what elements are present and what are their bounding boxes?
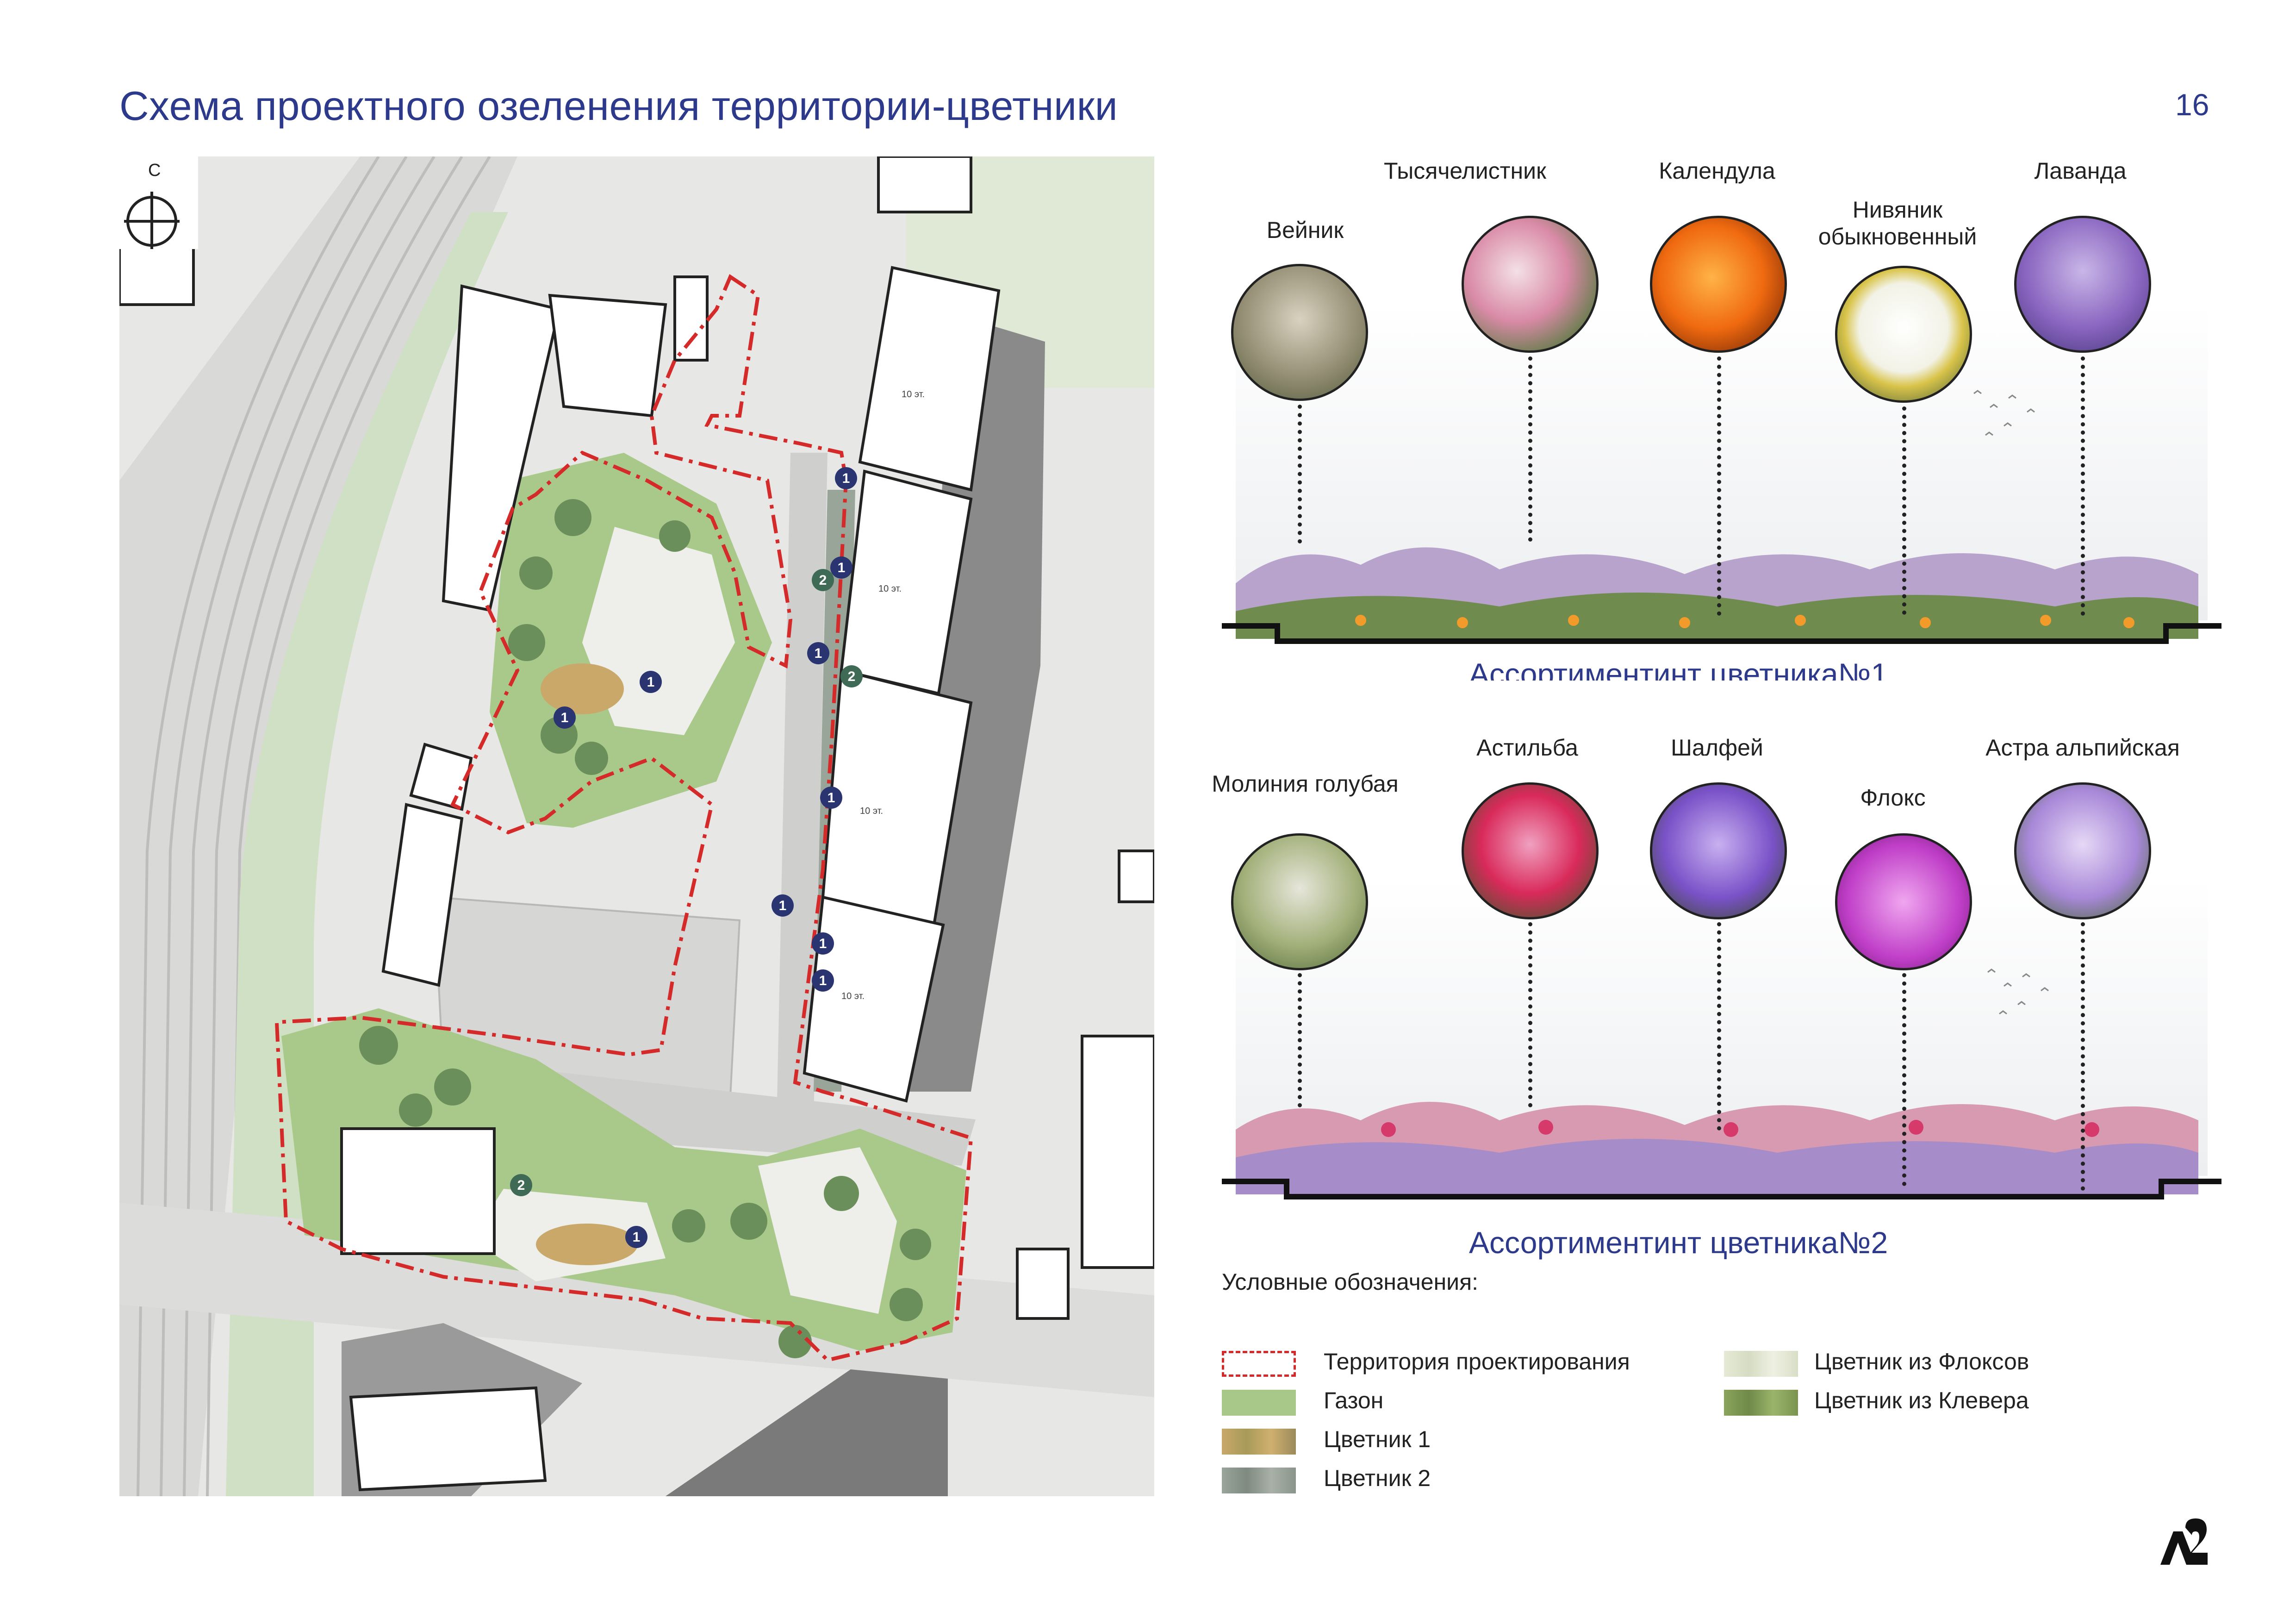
svg-text:2: 2 — [819, 573, 827, 588]
bed2-plant-label-4: Флокс — [1860, 785, 1926, 811]
marker-1: 1 — [820, 787, 842, 809]
svg-text:2: 2 — [517, 1178, 525, 1193]
legend-label-clover: Цветник из Клевера — [1814, 1387, 2029, 1413]
veinik-photo — [1231, 264, 1368, 401]
compass-label: С — [148, 161, 161, 180]
marker-2: 2 — [812, 569, 834, 591]
bed2-plant-label-5: Астра альпийская — [1985, 735, 2180, 761]
bed2-plant-label-3: Шалфей — [1671, 735, 1763, 761]
legend-label-bed2: Цветник 2 — [1324, 1465, 1431, 1491]
svg-text:1: 1 — [561, 710, 569, 725]
svg-text:1: 1 — [819, 973, 827, 988]
svg-text:1: 1 — [647, 675, 655, 690]
phlox-photo — [1835, 833, 1972, 970]
astilbe-photo — [1462, 782, 1599, 919]
legend-swatch-clover — [1724, 1390, 1798, 1416]
leader-line — [1717, 356, 1721, 616]
bed2-illustration — [1222, 880, 2221, 1199]
legend-label-phlox: Цветник из Флоксов — [1814, 1349, 2029, 1374]
salvia-photo — [1650, 782, 1787, 919]
legend-swatch-lawn — [1222, 1390, 1296, 1416]
leader-line — [1298, 405, 1302, 543]
legend-swatch-phlox — [1724, 1351, 1798, 1377]
leader-line — [1902, 406, 1906, 615]
company-logo-icon — [2157, 1518, 2212, 1569]
bed1-plant-label-1: Вейник — [1266, 217, 1344, 243]
building-label: 10 эт. — [841, 991, 865, 1001]
svg-text:2: 2 — [848, 669, 856, 684]
building-label: 10 эт. — [860, 806, 883, 816]
calendula-photo — [1650, 216, 1787, 353]
achillea-photo — [1462, 216, 1599, 353]
leucanthemum-photo — [1835, 266, 1972, 403]
legend-title: Условные обозначения: — [1222, 1269, 1479, 1295]
page-number: 16 — [2175, 87, 2209, 122]
legend-swatch-bed1 — [1222, 1429, 1296, 1455]
svg-text:1: 1 — [633, 1230, 641, 1245]
marker-2: 2 — [840, 665, 863, 687]
svg-text:1: 1 — [838, 560, 846, 575]
building-label: 10 эт. — [902, 389, 925, 400]
leader-line — [1717, 922, 1721, 1131]
svg-text:1: 1 — [828, 790, 835, 806]
lavender-photo — [2014, 216, 2151, 353]
building-label: 10 эт. — [878, 584, 902, 594]
marker-1: 1 — [812, 932, 834, 955]
marker-2: 2 — [510, 1174, 532, 1196]
molinia-photo — [1231, 833, 1368, 970]
marker-1: 1 — [625, 1226, 647, 1248]
bed2-plant-label-1: Молиния голубая — [1212, 771, 1399, 797]
marker-1: 1 — [812, 969, 834, 992]
bed2-caption: Ассортиментинт цветника№2 — [1469, 1225, 1888, 1260]
bed1-caption: Ассортиментинт цветника№1 — [1469, 657, 1888, 681]
north-arrow-icon: С — [119, 156, 198, 251]
site-plan-map: 10 эт. 10 эт. 10 эт. 10 эт. 1 1 2 1 2 1 … — [119, 156, 1154, 1496]
svg-text:1: 1 — [815, 646, 822, 661]
leader-line — [1528, 922, 1532, 1107]
site-plan-drawing: 10 эт. 10 эт. 10 эт. 10 эт. 1 1 2 1 2 1 … — [119, 156, 1154, 1496]
aster-photo — [2014, 782, 2151, 919]
leader-line — [1298, 973, 1302, 1107]
legend-label-bed1: Цветник 1 — [1324, 1426, 1431, 1452]
leader-line — [1528, 356, 1532, 542]
bed1-plant-label-2: Тысячелистник — [1384, 158, 1546, 184]
marker-1: 1 — [772, 894, 794, 917]
svg-text:1: 1 — [842, 471, 850, 486]
marker-1: 1 — [554, 706, 576, 729]
bed2-plant-label-2: Астильба — [1476, 735, 1578, 761]
leader-line — [2081, 922, 2085, 1191]
page-title: Схема проектного озеленения территории-ц… — [119, 83, 1118, 129]
legend-swatch-boundary — [1222, 1351, 1296, 1377]
leader-line — [1902, 973, 1906, 1186]
legend-label-lawn: Газон — [1324, 1387, 1384, 1413]
legend-swatch-bed2 — [1222, 1468, 1296, 1493]
bed1-plant-label-4: Нивяник обыкновенный — [1818, 197, 1977, 250]
svg-text:1: 1 — [779, 898, 787, 913]
bed1-plant-label-3: Календула — [1659, 158, 1775, 184]
leader-line — [2081, 356, 2085, 616]
bed1-plant-label-5: Лаванда — [2034, 158, 2127, 184]
marker-1: 1 — [640, 671, 662, 693]
marker-1: 1 — [835, 467, 857, 489]
marker-1: 1 — [830, 556, 852, 579]
legend-label-boundary: Территория проектирования — [1324, 1349, 1630, 1374]
marker-1: 1 — [807, 642, 829, 664]
svg-text:1: 1 — [819, 936, 827, 951]
